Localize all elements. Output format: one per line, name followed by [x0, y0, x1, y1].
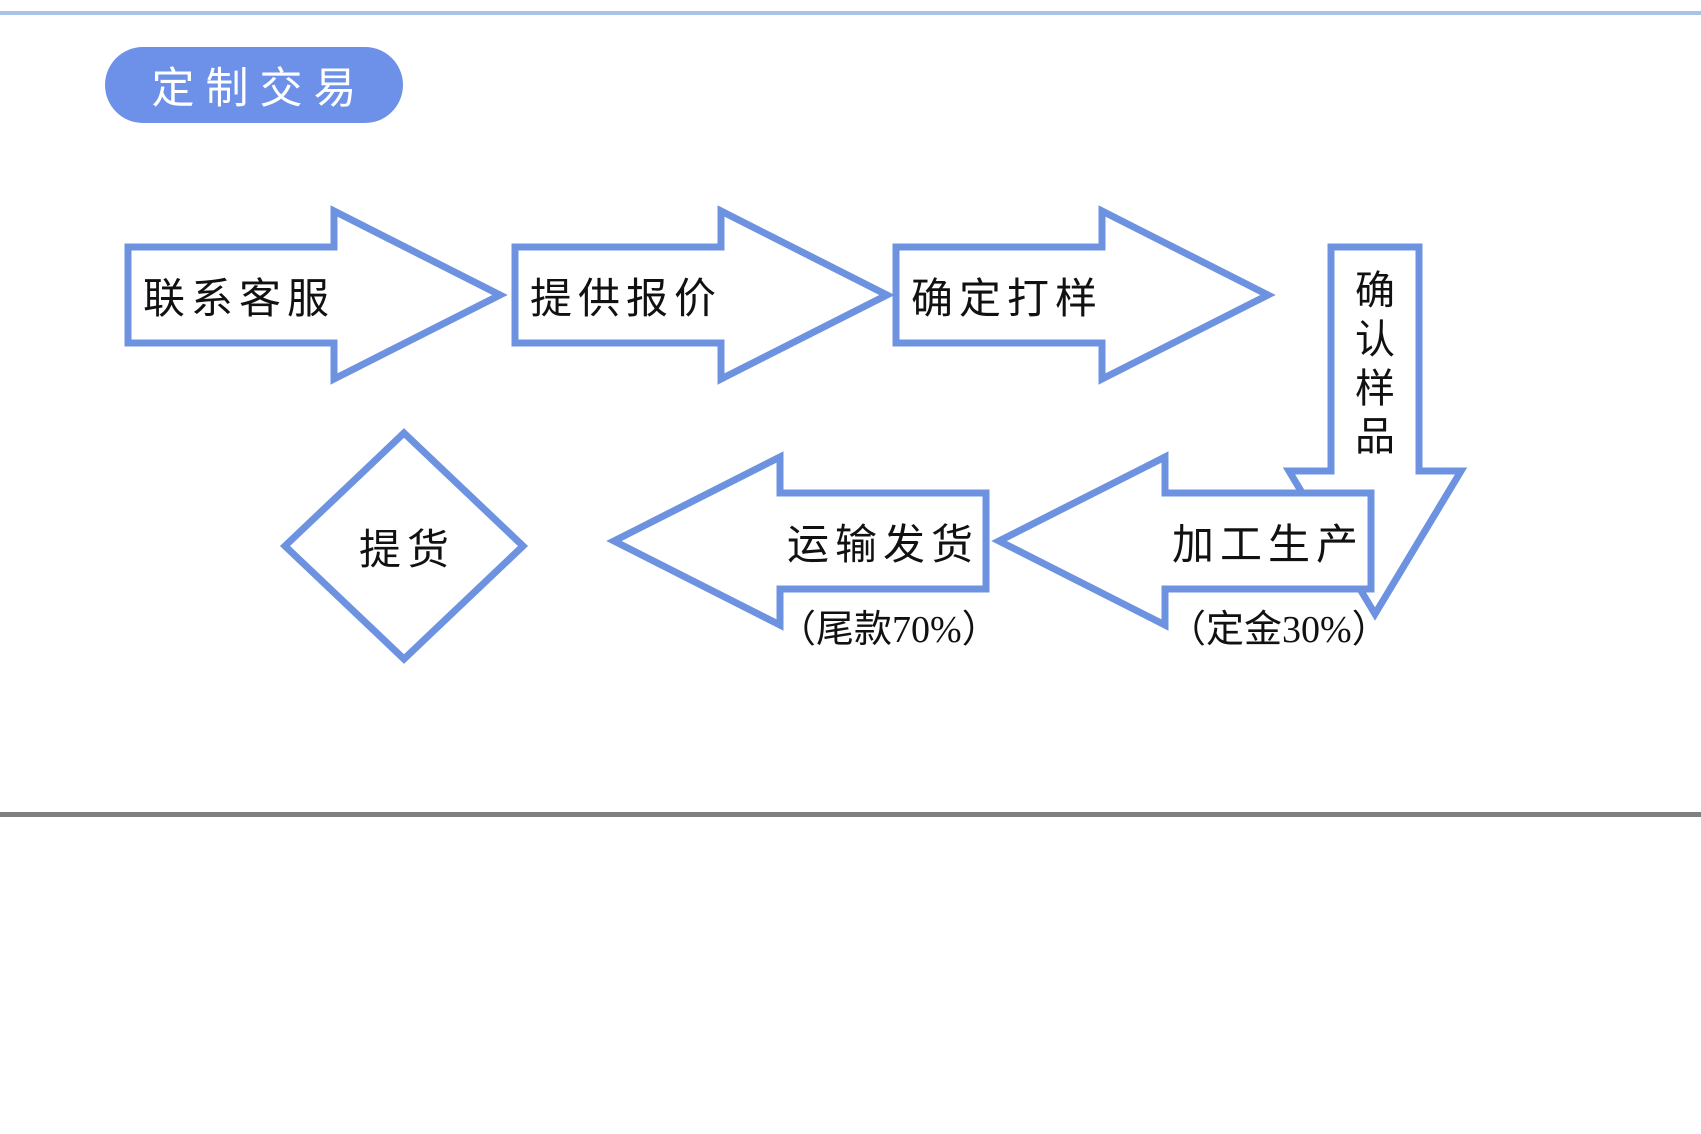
- caption-balance: （尾款70%）: [778, 609, 1000, 651]
- bottom-divider-rule: [0, 812, 1701, 817]
- title-badge-label: 定制交易: [151, 66, 368, 113]
- flow-node-production[interactable]: 加工生产: [990, 451, 1375, 631]
- confirm-sample-char-3: 样: [1355, 365, 1395, 411]
- diamond-shape: [279, 428, 529, 664]
- arrow-right-shape: [124, 205, 508, 385]
- flow-node-contact-service[interactable]: 联系客服: [124, 205, 508, 385]
- title-badge[interactable]: 定制交易: [105, 47, 403, 123]
- confirm-sample-char-4: 品: [1355, 414, 1395, 460]
- flow-node-pickup-label: 提货: [358, 527, 455, 574]
- flow-node-confirm-sample-label: 确 认 样 品: [1331, 267, 1419, 497]
- confirm-sample-char-1: 确: [1355, 268, 1395, 313]
- arrow-left-shape: [606, 451, 990, 631]
- flow-node-contact-service-label: 联系客服: [143, 276, 336, 323]
- confirm-sample-char-2: 认: [1355, 316, 1395, 362]
- flow-node-provide-quote[interactable]: 提供报价: [511, 205, 895, 385]
- flow-node-shipping[interactable]: 运输发货: [605, 451, 990, 631]
- arrow-left-shape: [991, 451, 1375, 631]
- caption-deposit: （定金30%）: [1168, 609, 1390, 651]
- arrow-right-shape: [892, 205, 1276, 385]
- flow-node-provide-quote-label: 提供报价: [530, 276, 723, 323]
- arrow-right-shape: [511, 205, 895, 385]
- top-divider-rule: [0, 11, 1701, 15]
- flow-node-confirm-sampling[interactable]: 确定打样: [892, 205, 1276, 385]
- flow-node-confirm-sampling-label: 确定打样: [911, 276, 1104, 323]
- flow-node-production-label: 加工生产: [1171, 522, 1364, 569]
- flow-node-shipping-label: 运输发货: [786, 522, 979, 569]
- flow-node-pickup[interactable]: 提货: [279, 428, 529, 664]
